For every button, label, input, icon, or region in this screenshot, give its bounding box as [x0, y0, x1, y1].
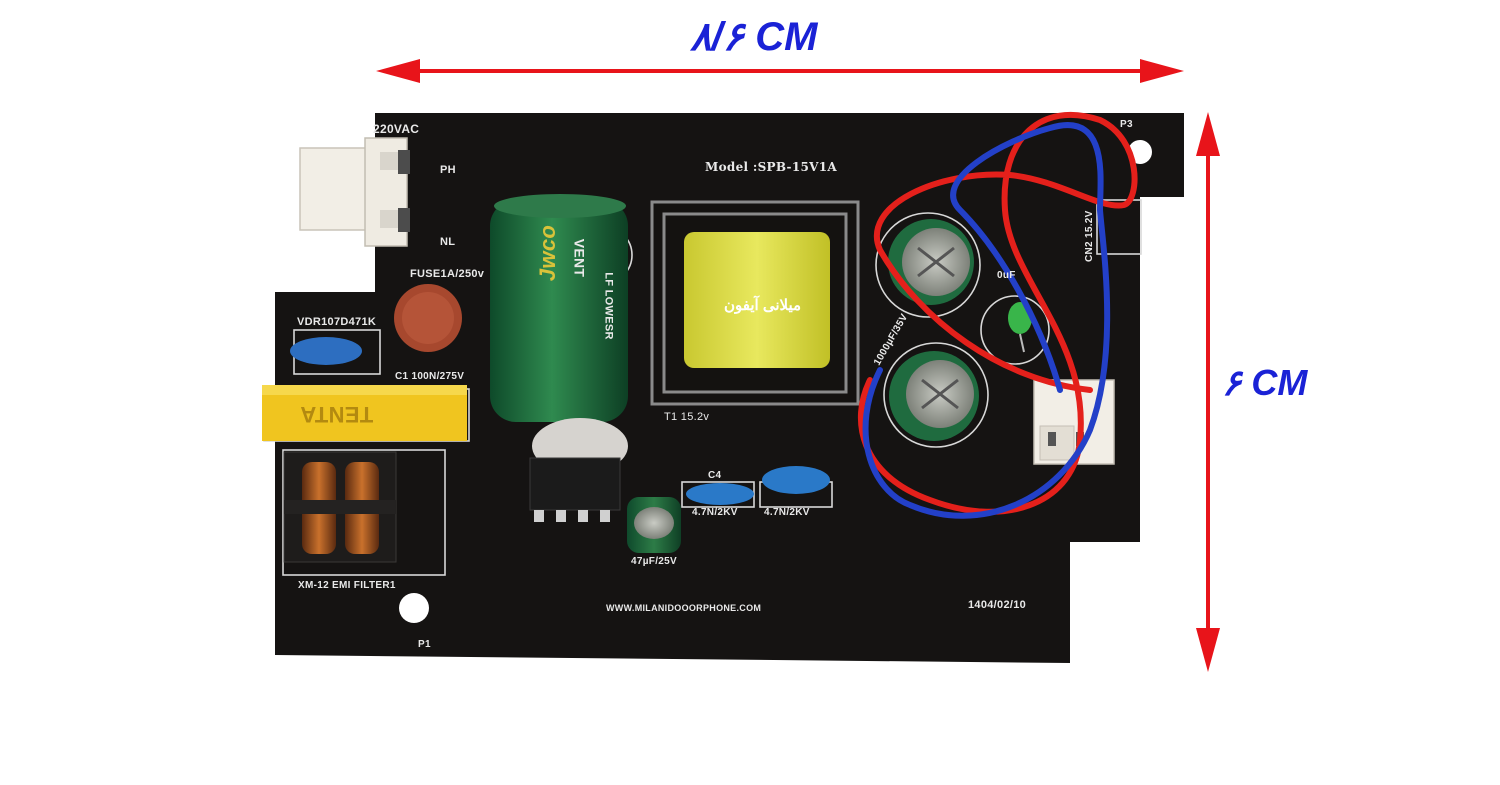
p1-label: P1	[418, 639, 431, 650]
ac-input-connector	[299, 137, 410, 247]
fuse	[394, 284, 462, 352]
cn2-label: CN2 15.2V	[1084, 210, 1095, 262]
x-cap-brand: TENTA	[300, 402, 374, 427]
width-dimension-label: ۸/۶ CM	[690, 15, 818, 59]
emi-filter-label: XM-12 EMI FILTER1	[298, 580, 396, 591]
bulk-cap-brand: Jwco	[535, 224, 561, 282]
capacitor-c3	[627, 497, 681, 553]
c4-ref-label: C4	[708, 470, 722, 481]
c5-value-label: 4.7N/2KV	[764, 507, 810, 518]
transformer	[650, 200, 860, 406]
output-wires	[857, 112, 1138, 519]
bulk-cap-spec: LF LOWESR	[602, 272, 615, 340]
output-capacitor-2	[889, 351, 979, 441]
input-voltage-label: 220VAC	[373, 122, 420, 136]
x-capacitor	[262, 385, 467, 441]
bulk-capacitor	[490, 194, 628, 474]
pwm-ic	[529, 457, 621, 522]
fuse-label: FUSE1A/250v	[410, 268, 485, 280]
model-label: Model :SPB-15V1A	[705, 160, 837, 174]
output-capacitor-1	[888, 219, 974, 305]
nl-label: NL	[440, 236, 456, 248]
c7-value-label: 0uF	[997, 270, 1016, 281]
ph-label: PH	[440, 164, 456, 176]
date-label: 1404/02/10	[968, 599, 1027, 611]
transformer-label: T1 15.2v	[664, 411, 710, 423]
c1-label: C1 100N/275V	[395, 371, 465, 382]
bulk-cap-vent: VENT	[571, 238, 588, 278]
vdr-label: VDR107D471K	[297, 316, 377, 328]
c4-value-label: 4.7N/2KV	[692, 507, 738, 518]
capacitor-c5-disc	[762, 466, 830, 494]
capacitor-c4-disc	[686, 483, 754, 505]
height-dimension-label: ۶ CM	[1222, 362, 1308, 403]
c3-value-label: 47µF/25V	[631, 556, 677, 567]
varistor	[290, 337, 362, 365]
p3-label: P3	[1120, 119, 1133, 130]
website-label: WWW.MILANIDOOORPHONE.COM	[606, 603, 762, 613]
emi-filter-choke	[283, 451, 397, 563]
mounting-hole-bottom-left	[399, 593, 429, 623]
height-dimension-arrow	[1196, 112, 1220, 672]
width-dimension-arrow	[376, 59, 1184, 83]
transformer-sticker: میلانی آیفون	[724, 297, 802, 314]
